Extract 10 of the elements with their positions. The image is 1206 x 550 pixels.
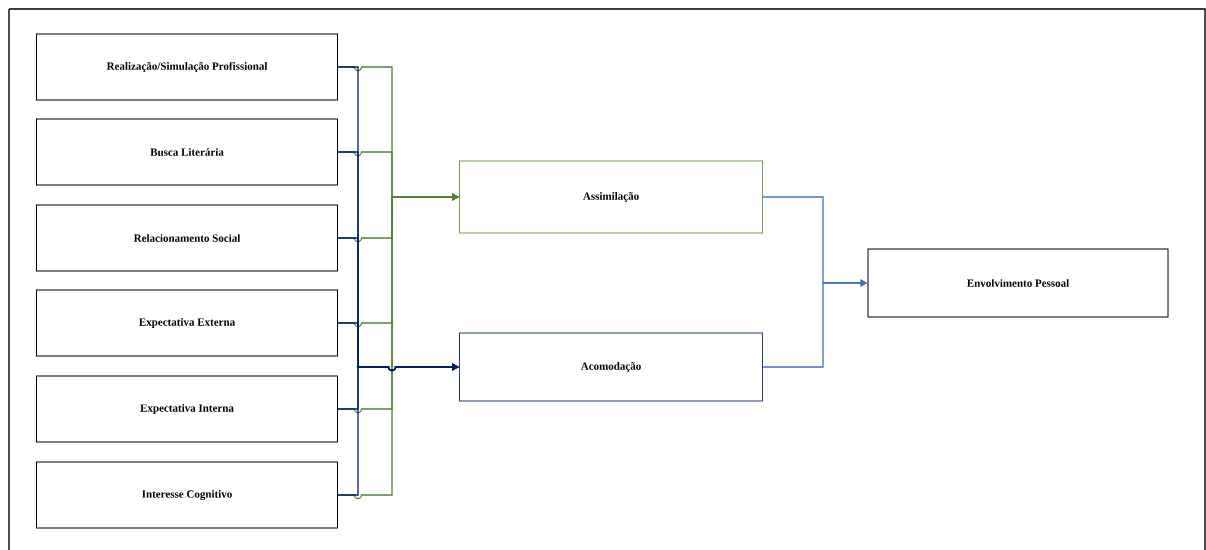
process-box: Acomodação — [459, 332, 763, 402]
process-box: Expectativa Interna — [36, 375, 338, 443]
process-box: Relacionamento Social — [36, 204, 338, 272]
arrow — [337, 363, 459, 496]
process-box: Busca Literária — [36, 118, 338, 186]
process-box: Interesse Cognitivo — [36, 461, 338, 529]
process-box: Expectativa Externa — [36, 289, 338, 357]
process-box: Realização/Simulação Profissional — [36, 33, 338, 101]
process-box: Envolvimento Pessoal — [867, 248, 1169, 318]
process-box: Assimilação — [459, 160, 763, 234]
